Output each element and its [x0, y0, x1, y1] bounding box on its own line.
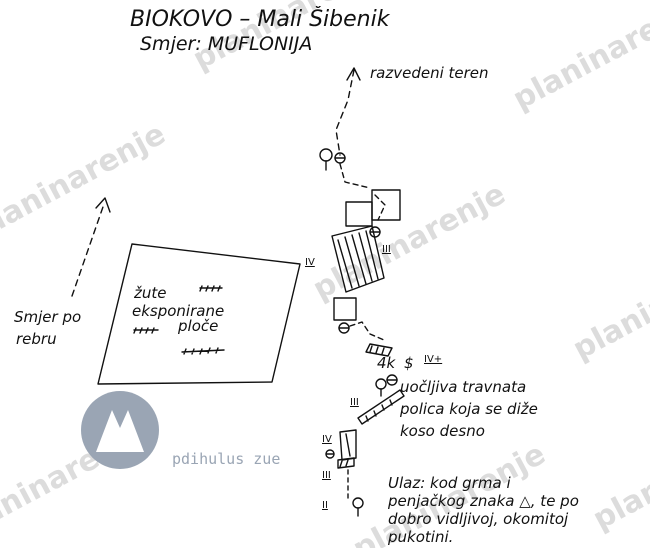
bush-icon [352, 497, 364, 509]
tree-icon [375, 378, 387, 390]
mountain-icon [96, 410, 144, 452]
page-title: BIOKOVO – Mali Šibenik [130, 6, 391, 32]
ledge [365, 343, 393, 357]
site-logo: pdihulus zue [81, 391, 280, 469]
entry-note-1: Ulaz: kod grma i [388, 474, 511, 492]
ledge-hatching [369, 345, 385, 355]
entry-note-4: pukotini. [387, 528, 453, 546]
label-grass-ledge-2: polica koja se diže [399, 400, 538, 418]
watermark-text: planinarenje [567, 236, 650, 367]
route-name: Smjer: MUFLONIJA [140, 33, 312, 55]
label-grass-ledge-1: uočljiva travnata [400, 378, 526, 396]
ledge-hatching [365, 399, 393, 422]
entry-note-2: penjačkog znaka △, te po [387, 492, 579, 510]
grade-label: IV+ [424, 354, 442, 365]
rock-block [333, 297, 357, 321]
piton-icon: $ [404, 354, 414, 372]
grade-label: III [350, 397, 359, 408]
grade-label: II [322, 500, 328, 511]
grade-label: IV [305, 257, 315, 268]
watermark-text: planinarenje [587, 406, 650, 537]
logo-text: pdihulus zue [172, 450, 280, 468]
watermark-text: planinarenje [0, 116, 171, 247]
ledge-hatching [339, 459, 349, 468]
ledge [337, 457, 355, 469]
watermark-text: planinarenje [507, 0, 650, 117]
grade-label: III [322, 470, 331, 481]
hatch-mark [133, 327, 159, 334]
rock-block [371, 189, 401, 221]
label-plates-2: eksponirane [132, 302, 224, 320]
slab-outline [331, 225, 385, 293]
arrow-up-icon [346, 67, 361, 81]
dashed-route-top [335, 69, 355, 156]
rock-block [345, 201, 373, 227]
hatch-mark [199, 285, 223, 292]
grade-label: III [382, 244, 391, 255]
label-plates-3: ploče [177, 317, 218, 335]
slab-lines [337, 230, 379, 289]
tree-icon [319, 148, 333, 162]
grade-label: IV [322, 434, 332, 445]
ridge-direction-arrow [71, 203, 105, 297]
label-rough-terrain: razvedeni teren [370, 64, 489, 82]
arrow-head-icon [95, 197, 111, 213]
label-plates-1: žute [133, 284, 167, 302]
dashed-route-segment [349, 321, 385, 341]
grade-label: 4k [377, 354, 397, 372]
label-grass-ledge-3: koso desno [400, 422, 485, 440]
yellow-plates-area [97, 243, 301, 385]
label-ridge-1: Smjer po [14, 308, 81, 326]
dashed-route-segment [374, 194, 386, 221]
label-ridge-2: rebru [16, 330, 57, 348]
entry-note-3: dobro vidljivoj, okomitoj [388, 510, 569, 528]
crack-feature [339, 429, 357, 461]
dashed-route-segment [339, 163, 371, 189]
hatch-mark [181, 347, 225, 355]
grassy-ledge [357, 389, 405, 425]
crack-line [345, 433, 351, 457]
